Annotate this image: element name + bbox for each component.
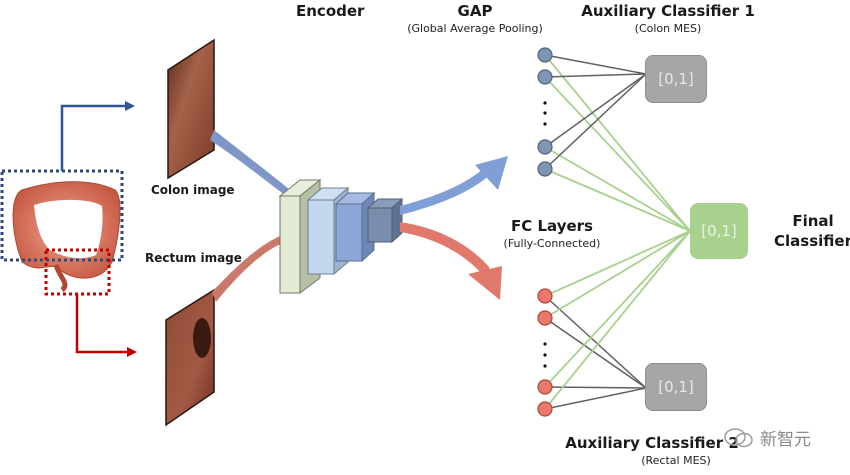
- fc-layers-subtitle: (Fully-Connected): [503, 237, 601, 250]
- final-classifier-output-box: [0,1]: [690, 203, 748, 259]
- ellipsis-dot: [543, 364, 547, 368]
- rectum-image-label: Rectum image: [145, 251, 242, 265]
- edge-to-aux1: [544, 54, 647, 75]
- wechat-icon: [724, 428, 753, 448]
- fc-network: [537, 47, 691, 417]
- ellipsis-dot: [543, 353, 547, 357]
- ellipsis-dot: [543, 101, 547, 105]
- rectum-feature-node: [537, 288, 553, 304]
- edge-to-final: [544, 146, 691, 232]
- aux-classifier-1-title: Auxiliary Classifier 1: [581, 2, 755, 20]
- colon-feature-node: [537, 139, 553, 155]
- aux-classifier-1-subtitle: (Colon MES): [634, 22, 702, 35]
- colon-feature-node: [537, 69, 553, 85]
- colon-feature-node: [537, 161, 553, 177]
- ellipsis-dot: [543, 111, 547, 115]
- edge-to-final: [544, 230, 691, 319]
- colon-illustration-icon: [12, 181, 121, 292]
- final-classifier-title-line1: Final: [792, 212, 834, 230]
- colon-connector-arrow-icon: [60, 101, 135, 171]
- edge-to-aux2: [544, 295, 647, 389]
- edge-to-aux2: [544, 317, 647, 389]
- edge-to-final: [544, 230, 691, 410]
- edge-to-aux1: [544, 73, 647, 170]
- aux-classifier-2-output-box: [0,1]: [645, 363, 707, 411]
- colon-feature-node: [537, 47, 553, 63]
- watermark-text: 新智元: [760, 430, 811, 450]
- colon-endoscopy-image: [167, 38, 215, 180]
- aux-classifier-2-subtitle: (Rectal MES): [641, 454, 711, 467]
- rectum-feature-node: [537, 379, 553, 395]
- gap-title: GAP: [457, 2, 493, 20]
- colon-output-arrow-icon: [400, 156, 508, 215]
- edge-to-final: [544, 54, 691, 232]
- edge-to-final: [544, 168, 691, 232]
- aux-classifier-1-output-box: [0,1]: [645, 55, 707, 103]
- rectum-endoscopy-image: [165, 288, 215, 427]
- edge-to-final: [544, 230, 691, 297]
- encoder-label: Encoder: [296, 2, 365, 20]
- gap-subtitle: (Global Average Pooling): [407, 22, 543, 35]
- colon-image-label: Colon image: [151, 183, 235, 197]
- aux-classifier-2-title: Auxiliary Classifier 2: [565, 434, 739, 452]
- fc-layers-title: FC Layers: [511, 217, 593, 235]
- rectum-feature-node: [537, 401, 553, 417]
- edge-to-aux2: [544, 386, 647, 389]
- edge-to-final: [544, 230, 691, 388]
- edge-to-aux2: [544, 387, 647, 410]
- edge-to-aux1: [544, 73, 647, 78]
- edge-to-final: [544, 76, 691, 232]
- watermark-logo-icon: [722, 424, 756, 455]
- colon-flow-icon: [210, 130, 290, 196]
- edge-to-aux1: [544, 73, 647, 148]
- encoder-layers-icon: [278, 178, 404, 294]
- ellipsis-dot: [543, 122, 547, 126]
- ellipsis-dot: [543, 342, 547, 346]
- rectum-output-arrow-icon: [400, 222, 502, 300]
- rectum-feature-node: [537, 310, 553, 326]
- rectum-connector-arrow-icon: [75, 294, 137, 357]
- final-classifier-title-line2: Classifier: [774, 232, 850, 250]
